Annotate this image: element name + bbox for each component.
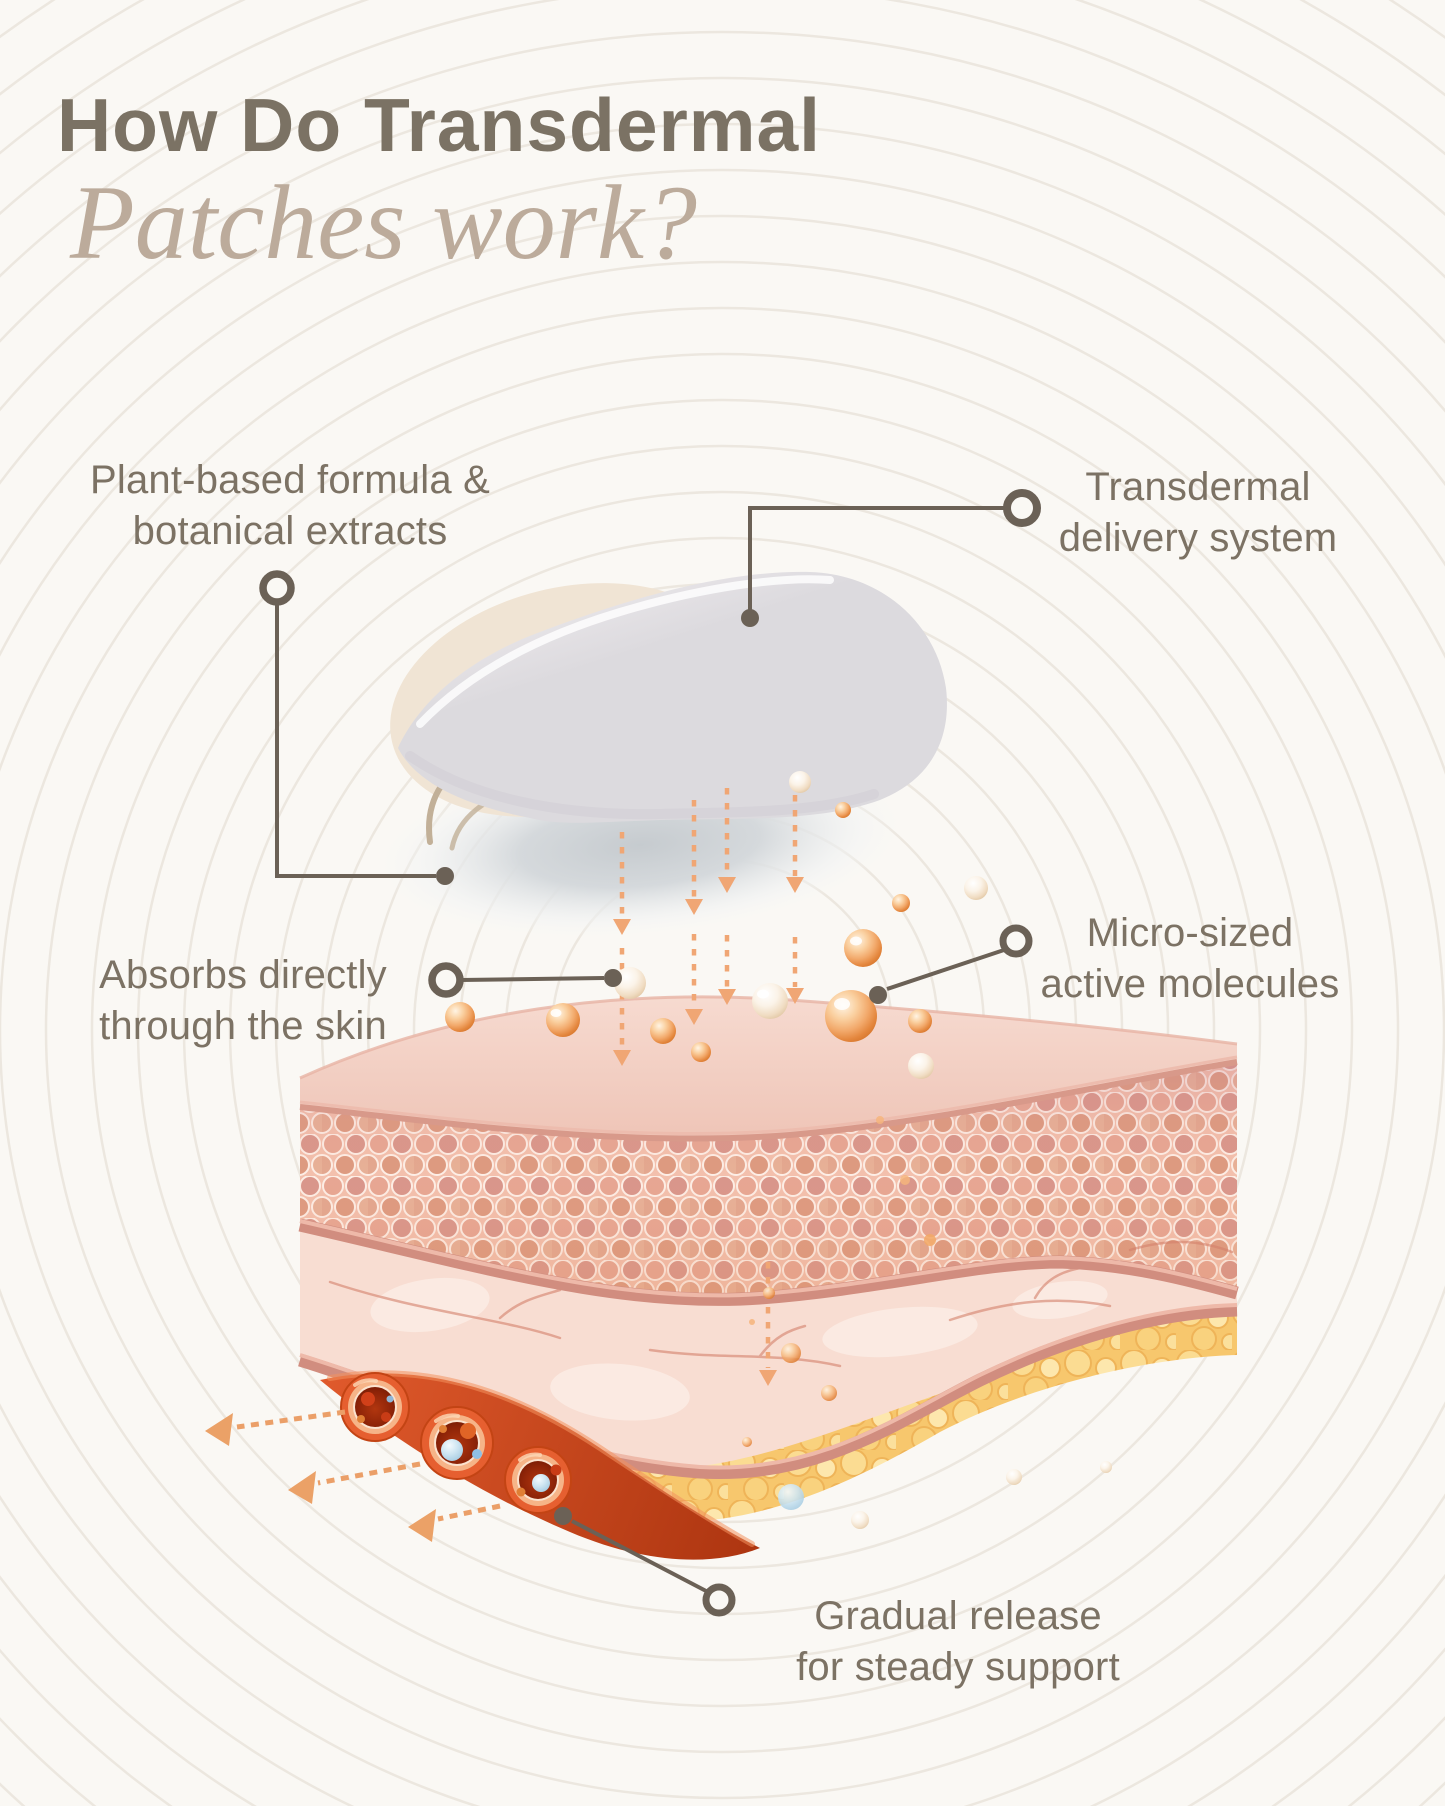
callout-micro-molecules-line2: active molecules xyxy=(1040,962,1340,1006)
fat-layer-bubbles xyxy=(778,1461,1112,1529)
diffusion-arrows xyxy=(619,780,798,1368)
gradual-release-marker-icon xyxy=(702,1583,736,1617)
vessel-cross-section-3 xyxy=(504,1446,572,1514)
background-ring xyxy=(0,214,1445,1806)
callout-plant-formula: Plant-based formula & botanical extracts xyxy=(40,455,540,557)
delivery-system-endpoint-icon xyxy=(741,609,759,627)
delivery-system-marker-icon xyxy=(1003,489,1041,527)
diffusion-arrowheads xyxy=(613,877,804,1386)
callout-delivery-system-line2: delivery system xyxy=(1058,516,1338,560)
dermis-capillaries xyxy=(328,1240,1234,1368)
background-ring xyxy=(182,490,1262,1570)
vessel-cross-section-1 xyxy=(340,1372,410,1442)
callout-delivery-system-line1: Transdermal xyxy=(1085,465,1311,509)
plant-formula-connector xyxy=(259,570,454,885)
epidermis-layer xyxy=(300,1062,1237,1300)
callout-gradual-release: Gradual release for steady support xyxy=(733,1591,1183,1693)
vessel-cross-section-2 xyxy=(420,1406,494,1480)
background-ring xyxy=(0,123,1445,1806)
basement-band-upper xyxy=(298,1218,1239,1306)
callout-gradual-release-line2: for steady support xyxy=(796,1645,1120,1689)
micro-molecules-endpoint-icon xyxy=(869,986,887,1004)
gradual-release-endpoint-icon xyxy=(554,1507,572,1525)
callout-connectors xyxy=(259,489,1041,1617)
absorbs-marker-icon xyxy=(428,962,464,998)
micro-molecules-connector xyxy=(869,924,1033,1004)
page-title: How Do Transdermal xyxy=(57,83,822,167)
callout-micro-molecules-line1: Micro-sized xyxy=(1086,911,1294,955)
callout-plant-formula-line1: Plant-based formula & xyxy=(90,458,490,502)
callout-gradual-release-line1: Gradual release xyxy=(814,1594,1102,1638)
callout-delivery-system: Transdermal delivery system xyxy=(998,462,1398,564)
background-ring xyxy=(0,260,1445,1800)
callout-plant-formula-line2: botanical extracts xyxy=(132,509,448,553)
callout-absorbs-line1: Absorbs directly xyxy=(99,953,387,997)
large-molecule xyxy=(825,990,877,1042)
plant-formula-marker-icon xyxy=(259,570,295,606)
release-arrows xyxy=(205,1409,501,1542)
active-molecules xyxy=(445,771,1112,1529)
background-ring xyxy=(228,536,1216,1524)
background-ring xyxy=(0,77,1445,1806)
skin-cross-section xyxy=(298,995,1239,1522)
plant-formula-endpoint-icon xyxy=(436,867,454,885)
background-ring xyxy=(0,306,1445,1754)
micro-molecules-marker-icon xyxy=(999,924,1033,958)
background-ring xyxy=(44,352,1400,1708)
callout-micro-molecules: Micro-sized active molecules xyxy=(960,908,1420,1010)
background-ring xyxy=(90,398,1354,1662)
transdermal-patch: BOOST PATC xyxy=(390,571,947,851)
delivery-system-connector xyxy=(741,489,1041,627)
background-ring xyxy=(0,31,1445,1806)
page-subtitle: Patches work? xyxy=(70,164,698,281)
absorbs-connector xyxy=(428,962,622,998)
callout-absorbs-line2: through the skin xyxy=(99,1004,387,1048)
blood-vessels xyxy=(320,1370,760,1560)
gradual-release-connector xyxy=(554,1507,736,1617)
background-ring xyxy=(0,169,1445,1806)
callout-absorbs: Absorbs directly through the skin xyxy=(23,950,463,1052)
patch-curled-flap xyxy=(398,571,947,823)
absorbs-endpoint-icon xyxy=(604,969,622,987)
